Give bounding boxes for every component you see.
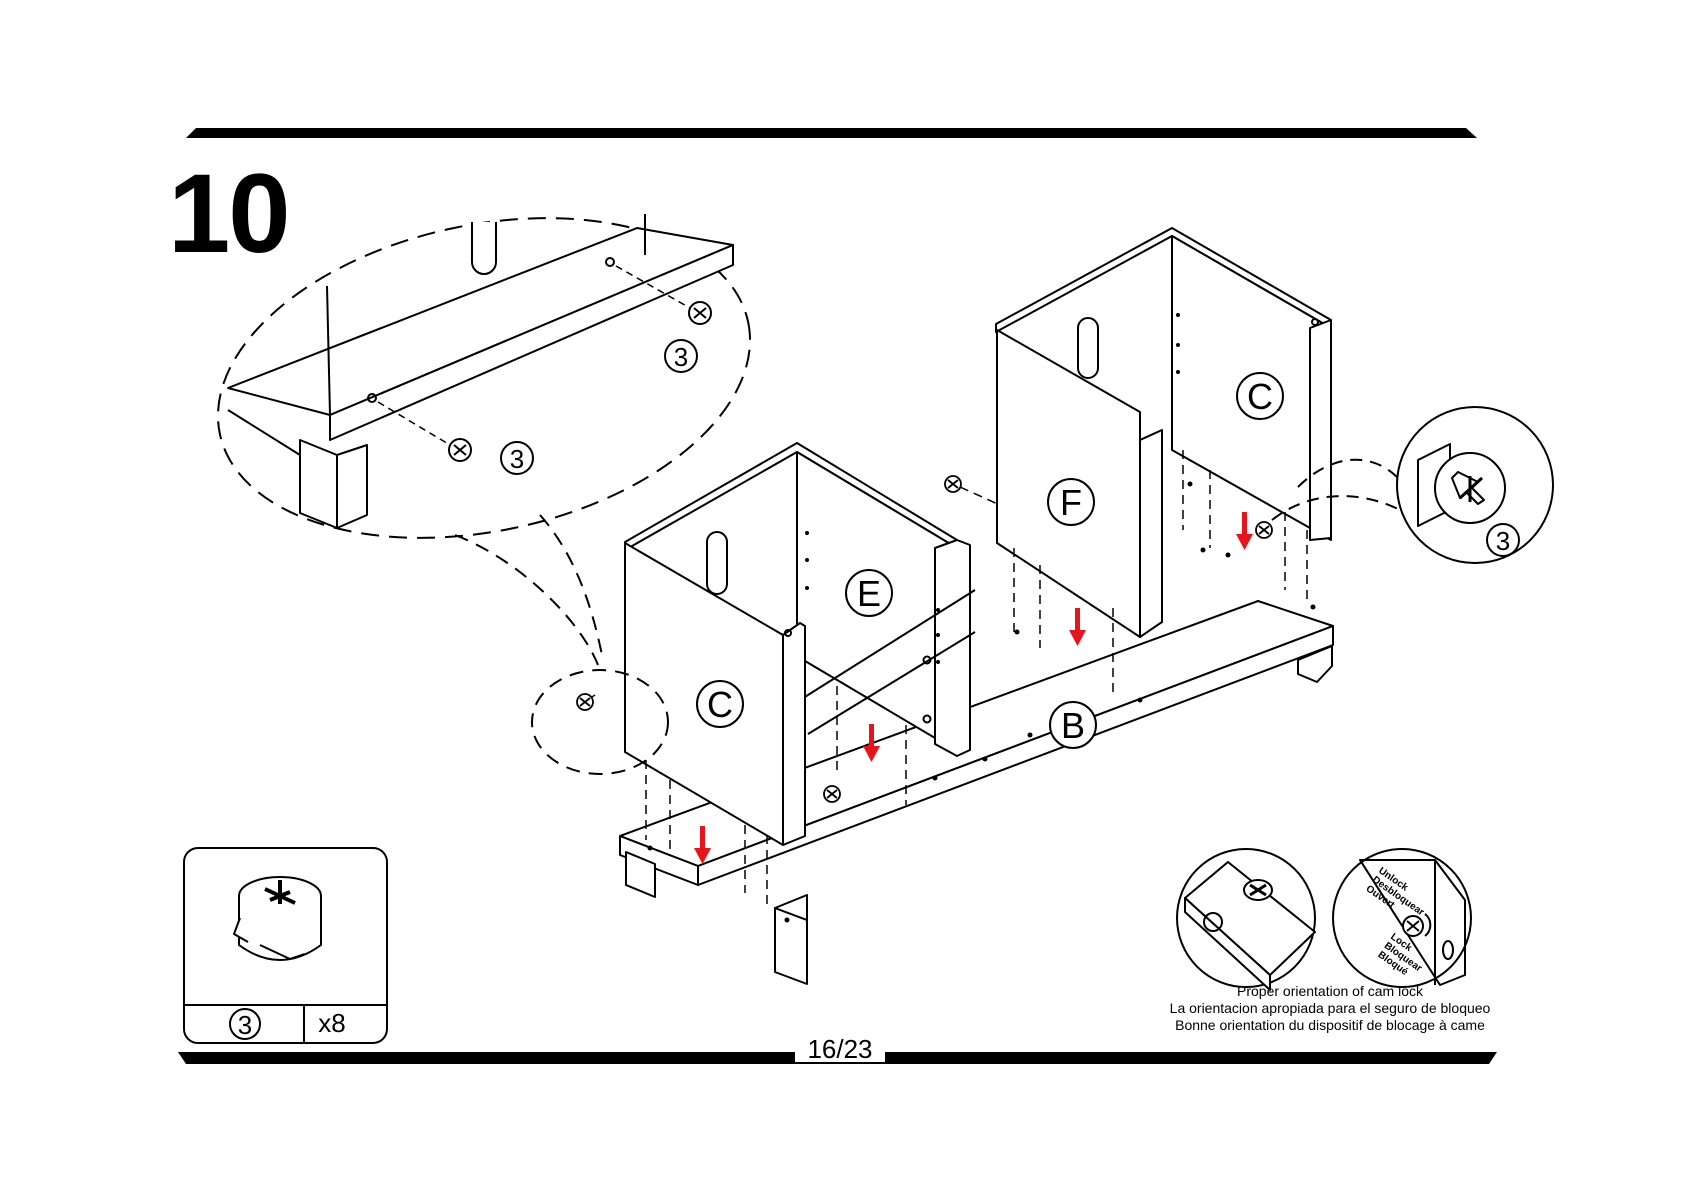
- panel-label-e: E: [857, 573, 881, 614]
- parts-quantity: x8: [318, 1008, 345, 1038]
- panel-label-f: F: [1060, 482, 1082, 523]
- panel-label-b: B: [1061, 705, 1085, 746]
- callout-top-2: 3: [510, 444, 524, 474]
- callout-top-1: 3: [674, 342, 688, 372]
- caption-french: Bonne orientation du dispositif de bloca…: [1140, 1018, 1520, 1032]
- panel-label-c-left: C: [707, 684, 733, 725]
- dial-unlock-labels: Unlock Desbloquear Ouvert: [1364, 865, 1433, 927]
- panel-label-c-right: C: [1247, 376, 1273, 417]
- dial-lock-labels: Lock Bloquear Bloqué: [1376, 931, 1431, 983]
- caption-english: Proper orientation of cam lock: [1140, 984, 1520, 998]
- parts-id: 3: [238, 1010, 252, 1040]
- caption-spanish: La orientacion apropiada para el seguro …: [1140, 1001, 1520, 1015]
- callout-right: 3: [1496, 526, 1510, 556]
